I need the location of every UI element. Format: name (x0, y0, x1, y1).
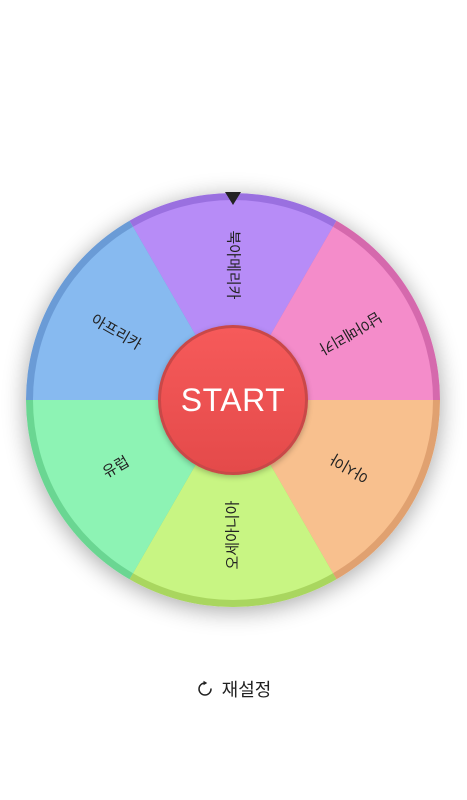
reset-button-label: 재설정 (221, 680, 272, 701)
wheel-segment (133, 200, 333, 400)
wheel-segment-label: 북아메리카 (225, 230, 243, 299)
start-button-label: START (180, 381, 286, 418)
wheel-segment-label: 오세아니아 (224, 500, 242, 569)
wheel-segment (133, 400, 333, 600)
refresh-icon (197, 680, 212, 696)
reset-button[interactable]: 재설정 (0, 672, 467, 706)
pointer-icon (225, 192, 241, 205)
start-button[interactable]: START (158, 325, 308, 475)
